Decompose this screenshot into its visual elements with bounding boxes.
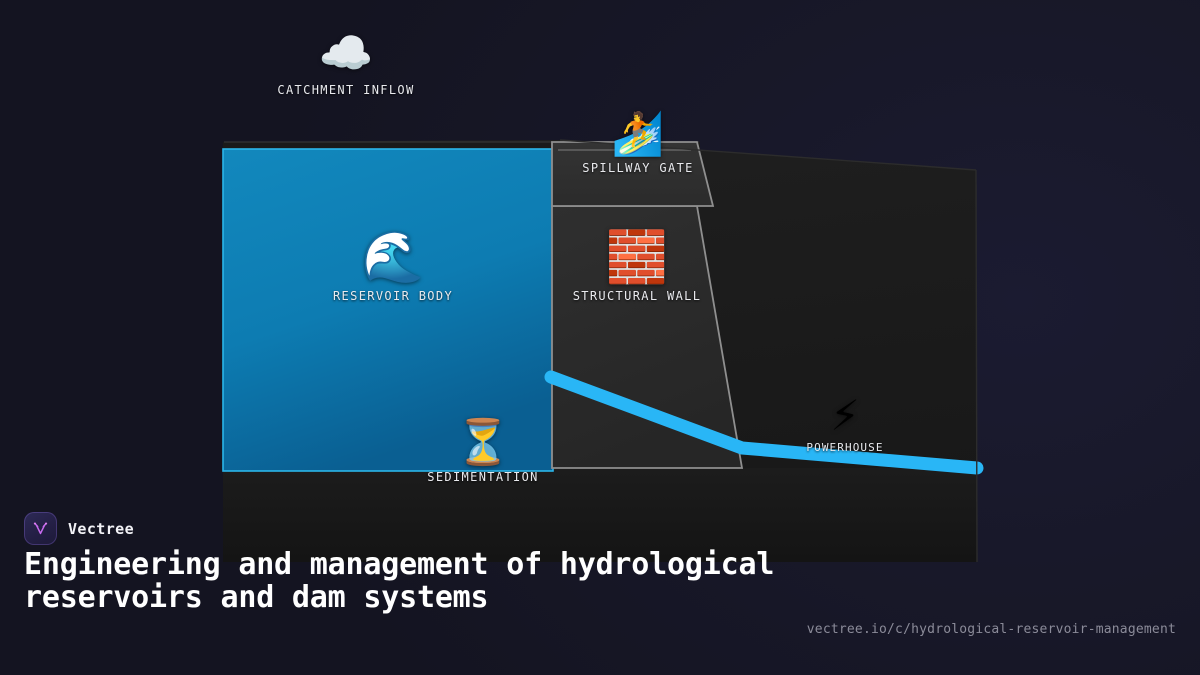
node-catchment-inflow[interactable]: ☁️ CATCHMENT INFLOW xyxy=(246,28,446,98)
wave-icon: 🌊 xyxy=(361,228,425,286)
brand-name: Vectree xyxy=(68,519,135,538)
vectree-logo-icon xyxy=(24,512,57,545)
node-spillway-gate-label: SPILLWAY GATE xyxy=(582,161,694,175)
node-catchment-inflow-label: CATCHMENT INFLOW xyxy=(277,83,415,97)
source-url: vectree.io/c/hydrological-reservoir-mana… xyxy=(806,622,1176,637)
hourglass-icon: ⏳ xyxy=(455,417,511,468)
brick-icon: 🧱 xyxy=(605,228,669,286)
brand-lockup: Vectree xyxy=(24,512,134,545)
cloud-icon: ☁️ xyxy=(318,28,374,79)
surfer-icon: 🏄 xyxy=(611,109,665,158)
node-structural-wall[interactable]: 🧱 STRUCTURAL WALL xyxy=(537,232,737,303)
node-powerhouse[interactable]: ⚡ POWERHOUSE xyxy=(745,391,945,455)
node-reservoir-body-label: RESERVOIR BODY xyxy=(332,289,454,303)
terrain-base xyxy=(223,468,977,562)
terrain-top-edge xyxy=(559,139,977,171)
node-structural-wall-label: STRUCTURAL WALL xyxy=(572,289,702,303)
node-powerhouse-label: POWERHOUSE xyxy=(806,441,884,454)
node-spillway-gate[interactable]: 🏄 SPILLWAY GATE xyxy=(538,109,738,176)
terrain-right-edge xyxy=(975,169,978,563)
page-title: Engineering and management of hydrologic… xyxy=(24,547,775,615)
lightning-icon: ⚡ xyxy=(830,391,860,440)
reservoir-water xyxy=(222,148,554,472)
spillway-gate-block xyxy=(551,141,715,207)
node-reservoir-body[interactable]: 🌊 RESERVOIR BODY xyxy=(293,232,493,303)
outflow-line xyxy=(544,370,984,475)
node-sedimentation-label: SEDIMENTATION xyxy=(427,470,539,484)
node-sedimentation[interactable]: ⏳ SEDIMENTATION xyxy=(383,417,583,485)
